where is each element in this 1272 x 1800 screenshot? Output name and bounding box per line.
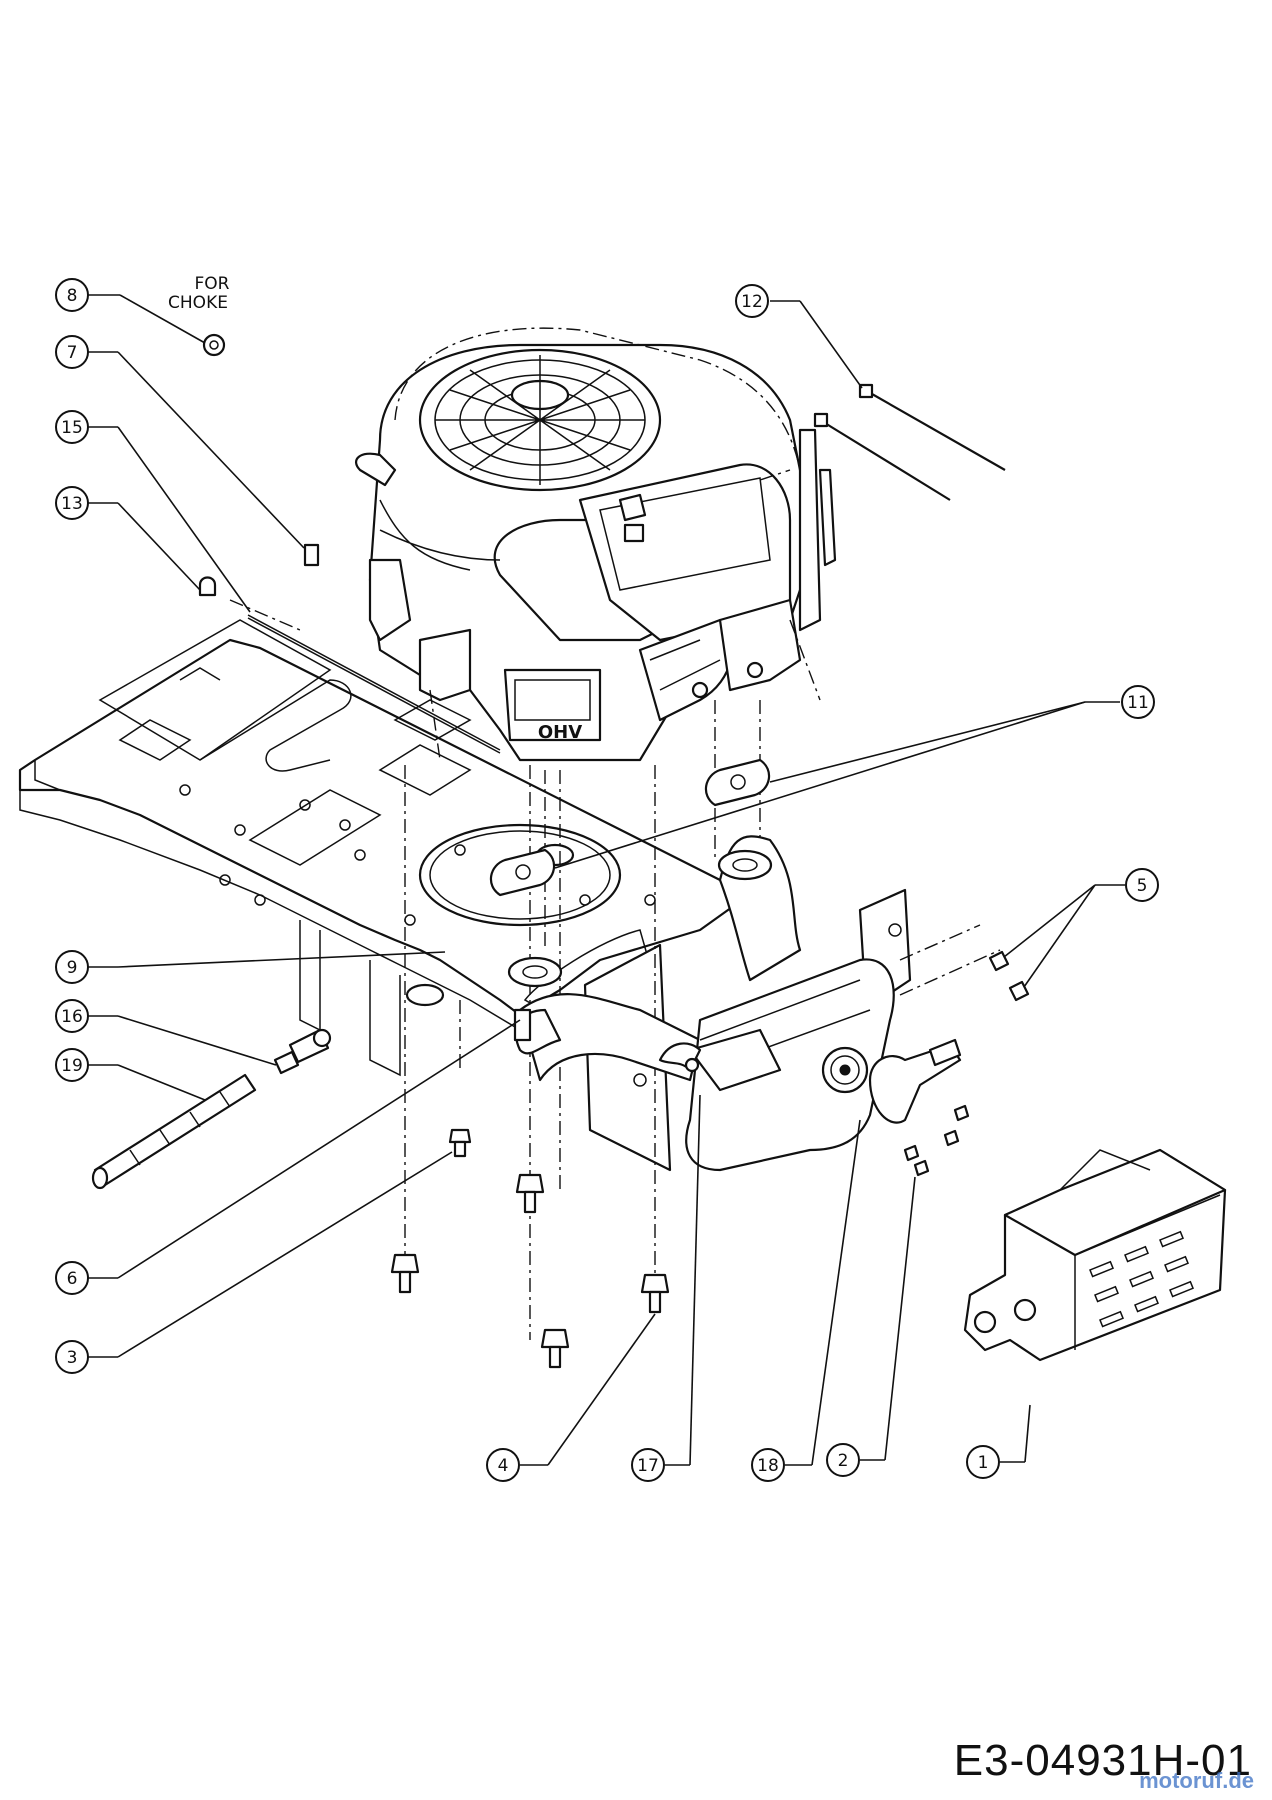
- screws-part-5: [988, 950, 1030, 1002]
- leader-lines: [88, 294, 1125, 1466]
- fuel-fitting: [273, 1028, 332, 1075]
- svg-text:18: 18: [757, 1456, 779, 1476]
- callout-19: 19: [55, 1048, 89, 1082]
- svg-text:3: 3: [67, 1348, 78, 1368]
- stud-part-6: [513, 1008, 532, 1042]
- note-line-choke: CHOKE: [168, 293, 228, 313]
- callout-6: 6: [55, 1261, 89, 1295]
- callout-16: 16: [55, 999, 89, 1033]
- cable-part-15: [247, 614, 501, 754]
- svg-text:8: 8: [67, 286, 78, 306]
- svg-text:16: 16: [61, 1007, 83, 1027]
- heat-shield-slots: [1089, 1230, 1194, 1328]
- svg-text:7: 7: [67, 343, 78, 363]
- mounting-bolts: [390, 1173, 670, 1369]
- svg-text:19: 19: [61, 1056, 83, 1076]
- callout-18: 18: [751, 1448, 785, 1482]
- svg-text:13: 13: [61, 494, 83, 514]
- svg-text:5: 5: [1137, 876, 1148, 896]
- clamp-part-13: [198, 576, 217, 597]
- callout-7: 7: [55, 335, 89, 369]
- choke-fitting: [202, 333, 226, 357]
- callout-13: 13: [55, 486, 89, 520]
- callout-9: 9: [55, 950, 89, 984]
- watermark: motoruf.de: [1139, 1768, 1254, 1793]
- exhaust-system: [507, 835, 895, 1172]
- heat-shield: [963, 1148, 1227, 1362]
- callout-15: 15: [55, 410, 89, 444]
- cable-ties: [813, 383, 1006, 501]
- callout-1: 1: [966, 1445, 1000, 1479]
- note-line-for: FOR: [195, 274, 230, 294]
- spark-arrestor: [868, 1038, 962, 1124]
- callout-3: 3: [55, 1340, 89, 1374]
- svg-text:15: 15: [61, 418, 83, 438]
- screws-part-2: [903, 1104, 970, 1177]
- svg-text:17: 17: [637, 1456, 659, 1476]
- svg-text:11: 11: [1127, 693, 1149, 713]
- engine-envelope-dashed: [394, 327, 821, 761]
- engine-ohv-badge: OHV: [538, 722, 582, 743]
- callout-12: 12: [735, 284, 769, 318]
- callout-11: 11: [1121, 685, 1155, 719]
- svg-text:1: 1: [978, 1453, 989, 1473]
- callout-17: 17: [631, 1448, 665, 1482]
- svg-text:2: 2: [838, 1451, 849, 1471]
- drawing-number: E3-04931H-01: [953, 1736, 1252, 1785]
- callout-5: 5: [1125, 868, 1159, 902]
- callout-4: 4: [486, 1448, 520, 1482]
- clip-part-7: [303, 543, 320, 567]
- fuel-hose: [91, 1073, 257, 1190]
- choke-note: FOR CHOKE: [168, 274, 230, 313]
- engine: OHV: [355, 343, 837, 762]
- exhaust-gaskets: [489, 758, 771, 897]
- screw-part-3: [448, 1128, 472, 1158]
- svg-text:4: 4: [498, 1456, 509, 1476]
- callout-2: 2: [826, 1443, 860, 1477]
- svg-text:9: 9: [67, 958, 78, 978]
- callout-8: 8: [55, 278, 89, 312]
- svg-text:6: 6: [67, 1269, 78, 1289]
- svg-text:12: 12: [741, 292, 763, 312]
